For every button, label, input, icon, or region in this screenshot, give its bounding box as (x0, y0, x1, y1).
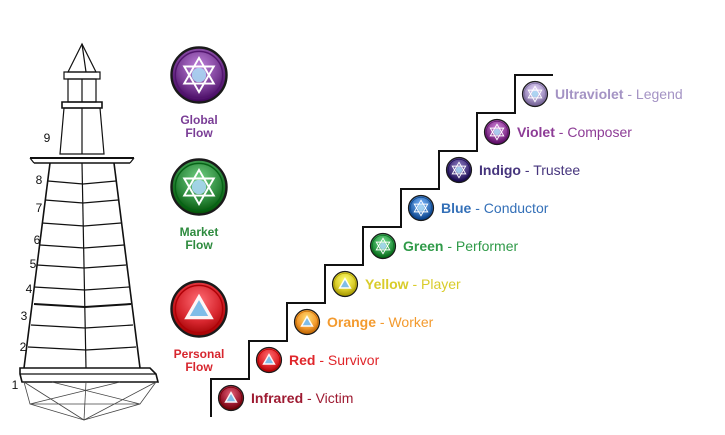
step-separator: - (303, 390, 316, 406)
star-icon (170, 46, 228, 104)
star-icon (407, 194, 435, 222)
step-separator: - (623, 86, 636, 102)
step-role: Performer (455, 238, 519, 254)
step-name: Orange (327, 314, 377, 330)
step-orb-yellow (331, 270, 359, 298)
flow-orb-market (170, 158, 228, 216)
step-orb-indigo (445, 156, 473, 184)
step-separator: - (443, 238, 456, 254)
step-label-ultraviolet: Ultraviolet - Legend (555, 85, 683, 103)
step-orb-blue (407, 194, 435, 222)
staircase-outline (210, 74, 553, 417)
step-orb-ultraviolet (521, 80, 549, 108)
tier-label-5: 5 (29, 257, 37, 271)
step-orb-red (255, 346, 283, 374)
triangle-icon (331, 270, 359, 298)
step-label-red: Red - Survivor (289, 351, 379, 369)
flow-label-line2: Flow (185, 238, 213, 252)
step-name: Yellow (365, 276, 409, 292)
star-icon (483, 118, 511, 146)
tier-label-3: 3 (20, 309, 28, 323)
step-label-infrared: Infrared - Victim (251, 389, 353, 407)
triangle-icon (255, 346, 283, 374)
step-label-green: Green - Performer (403, 237, 518, 255)
step-role: Worker (388, 314, 434, 330)
step-separator: - (521, 162, 534, 178)
step-role: Conductor (483, 200, 549, 216)
tier-label-7: 7 (35, 201, 43, 215)
step-label-violet: Violet - Composer (517, 123, 632, 141)
step-role: Legend (635, 86, 683, 102)
step-role: Victim (315, 390, 354, 406)
star-icon (170, 158, 228, 216)
flow-label-line1: Personal (173, 347, 225, 361)
step-name: Green (403, 238, 444, 254)
step-separator: - (554, 124, 568, 140)
step-name: Infrared (251, 390, 304, 406)
step-role: Trustee (533, 162, 581, 178)
step-label-indigo: Indigo - Trustee (479, 161, 580, 179)
tier-label-6: 6 (33, 233, 41, 247)
star-icon (521, 80, 549, 108)
star-icon (445, 156, 473, 184)
tier-label-8: 8 (35, 173, 43, 187)
flow-orb-global (170, 46, 228, 104)
flow-label-line1: Market (179, 225, 219, 239)
step-name: Ultraviolet (555, 86, 624, 102)
step-orb-infrared (217, 384, 245, 412)
step-label-yellow: Yellow - Player (365, 275, 461, 293)
flow-label-line2: Flow (185, 360, 213, 374)
tier-label-9: 9 (43, 131, 51, 145)
step-name: Blue (441, 200, 472, 216)
tier-label-2: 2 (19, 340, 27, 354)
star-icon (369, 232, 397, 260)
step-separator: - (376, 314, 389, 330)
step-separator: - (408, 276, 422, 292)
triangle-icon (217, 384, 245, 412)
step-label-orange: Orange - Worker (327, 313, 433, 331)
step-label-blue: Blue - Conductor (441, 199, 548, 217)
tier-label-4: 4 (25, 282, 33, 296)
flow-orb-personal (170, 280, 228, 338)
step-separator: - (315, 352, 328, 368)
step-separator: - (471, 200, 484, 216)
flow-label-line1: Global (180, 113, 218, 127)
step-name: Violet (517, 124, 555, 140)
step-role: Player (421, 276, 461, 292)
step-role: Survivor (327, 352, 380, 368)
step-orb-orange (293, 308, 321, 336)
step-role: Composer (567, 124, 632, 140)
flow-label-line2: Flow (185, 126, 213, 140)
triangle-icon (293, 308, 321, 336)
step-orb-violet (483, 118, 511, 146)
step-name: Red (289, 352, 316, 368)
triangle-icon (170, 280, 228, 338)
step-orb-green (369, 232, 397, 260)
tier-label-1: 1 (11, 378, 19, 392)
step-name: Indigo (479, 162, 521, 178)
